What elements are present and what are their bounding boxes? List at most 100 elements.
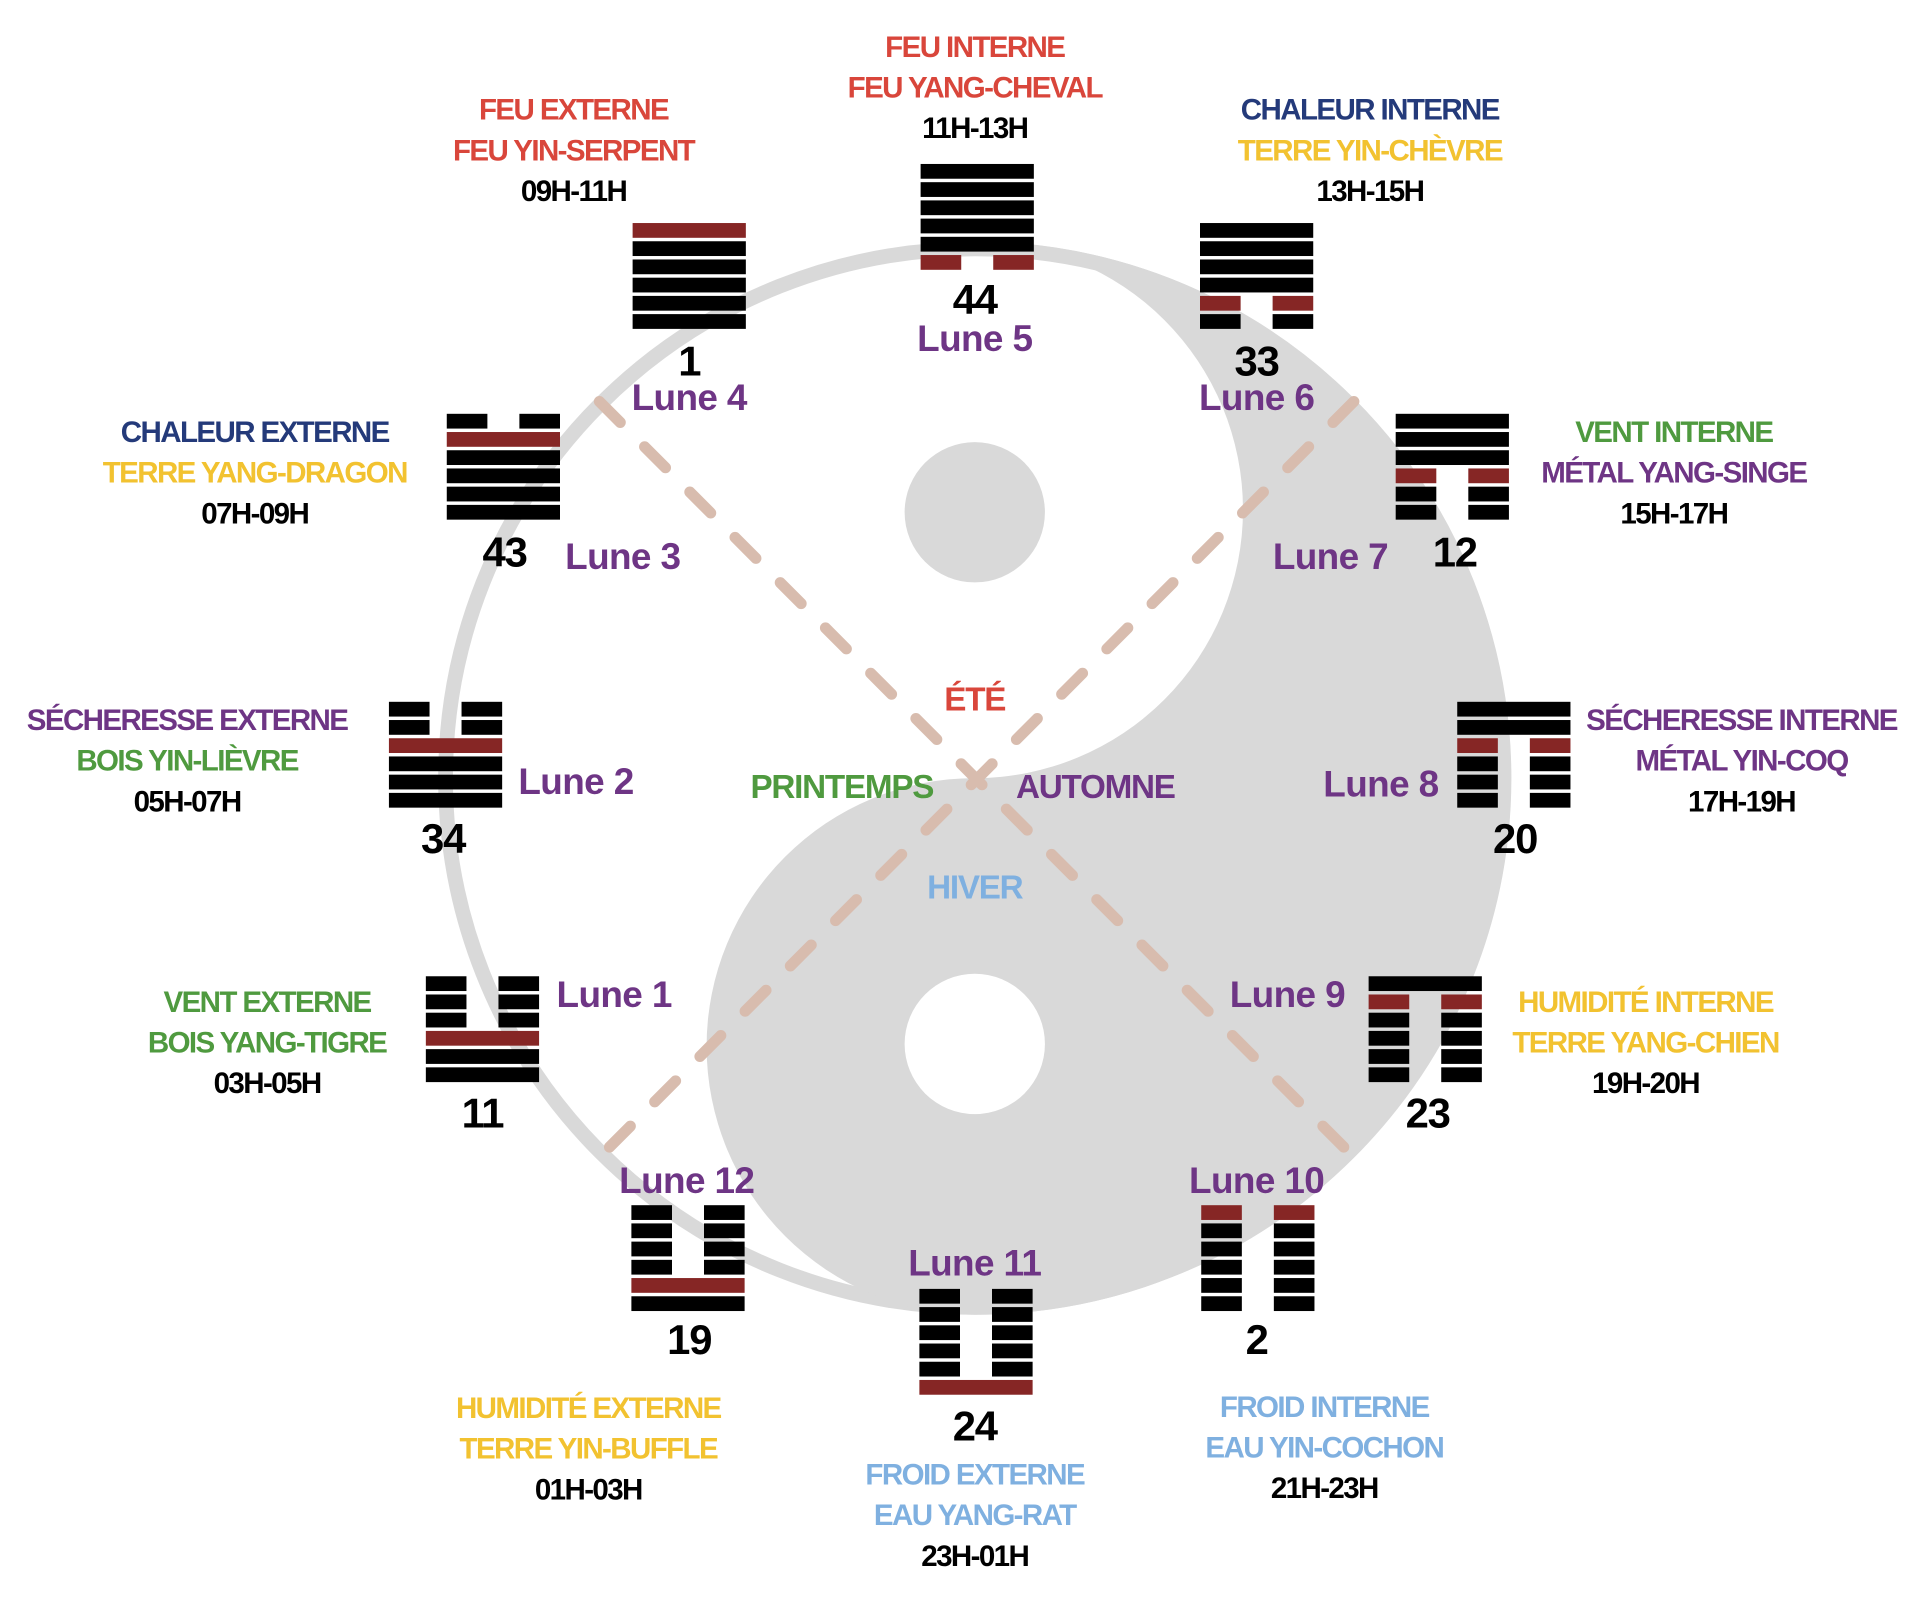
yin-line-right <box>1273 1278 1315 1293</box>
moon-label: Lune 12 <box>619 1160 754 1201</box>
yin-line-left <box>1201 1241 1242 1257</box>
yin-line-left <box>1368 1067 1410 1083</box>
yin-line-right <box>704 1223 745 1239</box>
yang-line <box>920 218 1034 234</box>
yang-line <box>632 241 746 257</box>
yin-line-left <box>1457 774 1498 790</box>
yin-line-right <box>992 1343 1033 1359</box>
yin-line-left <box>919 1343 960 1359</box>
yang-line <box>1200 223 1314 238</box>
yin-line-right <box>1468 468 1509 484</box>
energy-label: SÉCHERESSE EXTERNE <box>27 703 348 737</box>
yin-line-right <box>1468 486 1509 502</box>
yin-line-right <box>1273 1205 1315 1220</box>
season-summer: ÉTÉ <box>944 680 1005 718</box>
yang-line <box>425 1049 540 1064</box>
time-range: 11H-13H <box>922 112 1028 145</box>
hexagram-number: 34 <box>421 815 467 862</box>
season-autumn: AUTOMNE <box>1016 769 1175 806</box>
yin-line-left <box>425 994 467 1010</box>
yang-line <box>388 792 503 808</box>
yin-line-right <box>1441 1030 1482 1046</box>
yin-line-left <box>1201 1259 1242 1275</box>
dashed-diagonals <box>593 395 1360 1163</box>
energy-label: CHALEUR EXTERNE <box>121 416 390 449</box>
hexagram-number: 24 <box>953 1402 999 1449</box>
yin-line-right <box>1529 756 1571 772</box>
season-spring: PRINTEMPS <box>750 769 933 806</box>
yin-line-left <box>1201 1223 1242 1239</box>
time-range: 15H-17H <box>1620 497 1727 530</box>
yin-line-right <box>992 1361 1033 1377</box>
yin-line-left <box>1368 1012 1410 1028</box>
yin-line-left <box>1395 504 1437 520</box>
yang-line <box>1395 450 1509 466</box>
yin-line-left <box>920 255 962 270</box>
yang-line <box>631 1278 745 1293</box>
time-range: 13H-15H <box>1316 175 1423 208</box>
yin-line-left <box>1201 1205 1242 1220</box>
energy-label: HUMIDITÉ INTERNE <box>1518 985 1774 1019</box>
energy-label: FEU EXTERNE <box>479 94 669 127</box>
yin-line-left <box>1368 994 1410 1010</box>
moon-label: Lune 4 <box>632 377 748 418</box>
hexagram-number: 11 <box>462 1090 505 1137</box>
yin-yang-gray-dot <box>904 442 1045 583</box>
time-range: 23H-01H <box>921 1540 1028 1573</box>
element-label: TERRE YANG-DRAGON <box>103 457 407 490</box>
hexagram-number: 2 <box>1246 1316 1268 1363</box>
yin-line-right <box>992 1288 1033 1304</box>
yin-line-right <box>519 413 560 429</box>
moon-label: Lune 6 <box>1199 377 1314 418</box>
yin-line-right <box>992 1325 1033 1341</box>
season-winter: HIVER <box>927 870 1024 907</box>
yin-line-right <box>1468 504 1509 520</box>
yang-line <box>631 1296 745 1312</box>
yang-line <box>388 756 503 772</box>
yin-line-right <box>993 255 1034 270</box>
moon-label: Lune 3 <box>565 536 680 577</box>
yin-line-right <box>498 976 540 992</box>
yin-line-right <box>704 1241 745 1257</box>
yin-line-left <box>919 1361 960 1377</box>
element-label: MÉTAL YANG-SINGE <box>1541 456 1807 490</box>
yin-line-right <box>461 720 503 735</box>
yin-yang-white-dot <box>904 973 1045 1115</box>
yang-line <box>632 314 746 329</box>
moon-label: Lune 7 <box>1273 536 1388 577</box>
yin-line-left <box>1395 468 1437 484</box>
yin-line-right <box>1272 314 1314 329</box>
element-label: TERRE YANG-CHIEN <box>1512 1027 1779 1060</box>
yin-line-left <box>1201 1278 1242 1293</box>
diagonal-line-ne-sw <box>593 395 1360 1163</box>
yin-line-left <box>388 701 430 717</box>
yang-line <box>1200 259 1314 275</box>
element-label: TERRE YIN-BUFFLE <box>460 1433 718 1466</box>
yin-line-left <box>1368 1049 1410 1064</box>
time-range: 09H-11H <box>521 175 627 208</box>
energy-label: VENT EXTERNE <box>164 986 372 1019</box>
yin-line-left <box>1457 792 1498 808</box>
moon-label: Lune 5 <box>917 318 1032 359</box>
yin-line-left <box>1200 314 1241 329</box>
yin-line-right <box>498 1012 540 1028</box>
yin-line-right <box>1273 1296 1315 1312</box>
time-range: 07H-09H <box>201 497 308 530</box>
hexagram-number: 20 <box>1493 815 1537 862</box>
yin-line-left <box>425 976 467 992</box>
yang-line <box>632 259 746 275</box>
